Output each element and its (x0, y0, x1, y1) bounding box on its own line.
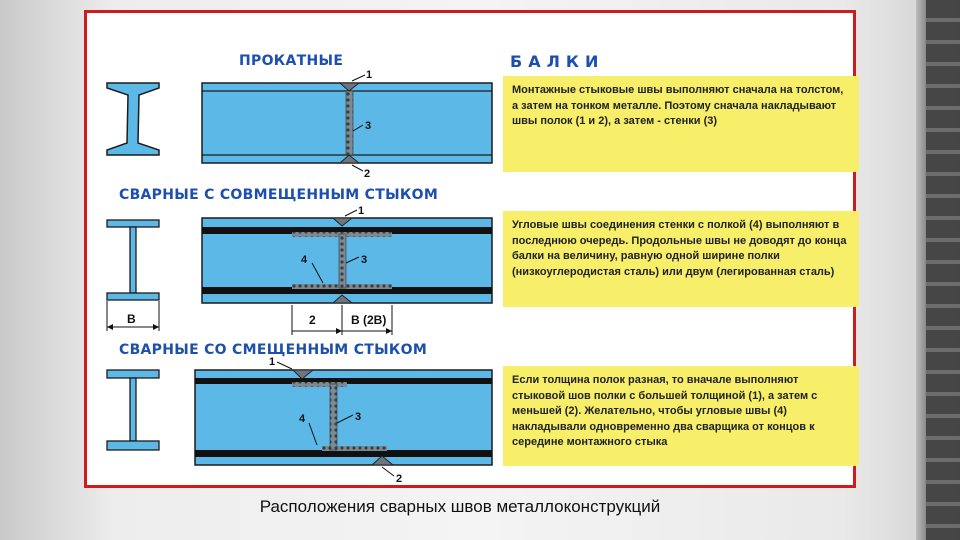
label-1-offset: 1 (269, 356, 275, 368)
welded-beam-side-1 (201, 217, 493, 304)
slide-card: 1 3 2 B 1 3 (84, 10, 859, 488)
section-title-combined: СВАРНЫЕ С СОВМЕЩЕННЫМ СТЫКОМ (119, 187, 439, 203)
label-1-combined: 1 (358, 205, 364, 217)
label-4-combined: 4 (301, 254, 308, 266)
fillet-weld-bottom-2 (322, 446, 387, 451)
welded-ibeam-section-2 (106, 369, 160, 451)
note-offset: Если толщина полок разная, то вначале вы… (503, 366, 859, 466)
note-rolled: Монтажные стыковые швы выполняют сначала… (503, 76, 859, 172)
beams-diagram: 1 3 2 B 1 3 (106, 69, 493, 485)
film-strip (926, 0, 960, 540)
butt-weld-bottom (338, 154, 361, 164)
welded-ibeam-section-1 (106, 219, 160, 301)
butt-weld-web (345, 90, 354, 156)
slide-caption: Расположения сварных швов металлоконстру… (259, 497, 661, 516)
main-title: БАЛКИ (510, 52, 605, 71)
label-2-offset: 2 (396, 473, 402, 485)
label-1-rolled: 1 (366, 69, 372, 81)
section-title-rolled: ПРОКАТНЫЕ (239, 53, 344, 69)
section-title-offset: СВАРНЫЕ СО СМЕЩЕННЫМ СТЫКОМ (119, 342, 428, 358)
butt-weld-top (338, 82, 361, 92)
welded-beam-side-2 (194, 369, 493, 466)
film-strip-edge (916, 0, 926, 540)
label-4-offset: 4 (299, 413, 306, 425)
note-combined: Угловые швы соединения стенки с полкой (… (503, 211, 859, 307)
dim-label-b: B (127, 312, 136, 326)
dim-label-b2: B (2B) (351, 313, 386, 327)
dimension-2-b2 (291, 305, 393, 335)
label-3-offset: 3 (355, 411, 361, 423)
rolled-beam-side (201, 82, 493, 164)
dim-label-2: 2 (309, 313, 316, 327)
label-3-rolled: 3 (365, 120, 371, 132)
fillet-weld-top-2 (292, 382, 347, 387)
label-3-combined: 3 (361, 254, 367, 266)
label-2-rolled: 2 (364, 168, 370, 180)
butt-weld-web-3 (329, 383, 338, 451)
rolled-ibeam-section (106, 82, 160, 156)
dimension-b (106, 301, 160, 331)
butt-weld-web-2 (338, 233, 347, 289)
